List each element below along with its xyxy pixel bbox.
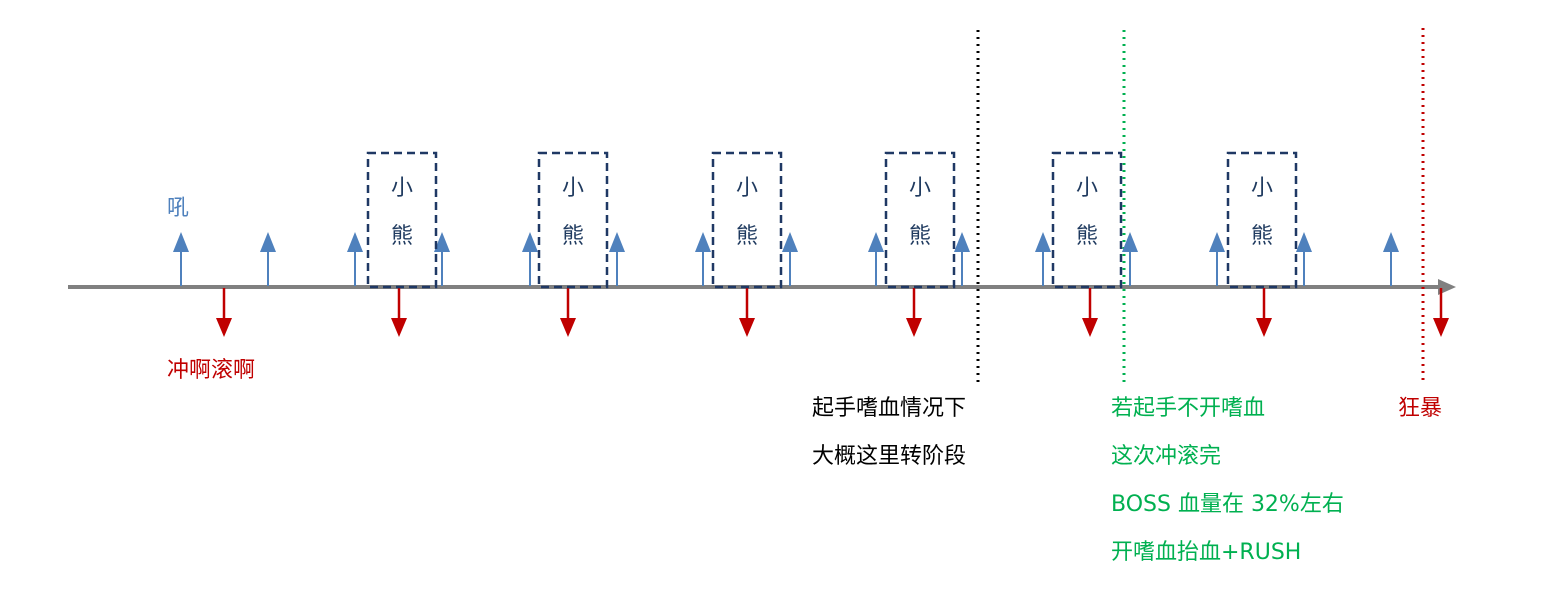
bear-label-char-1: 小 xyxy=(735,176,758,201)
bear-box xyxy=(884,151,956,289)
down-arrow xyxy=(560,288,576,337)
up-arrow xyxy=(522,232,538,286)
up-arrow xyxy=(954,232,970,286)
green-note-line-4: 开嗜血抬血+RUSH xyxy=(1111,540,1302,565)
bear-label-char-1: 小 xyxy=(390,176,413,201)
down-arrow xyxy=(1082,288,1098,337)
up-arrow xyxy=(173,232,189,286)
up-arrow xyxy=(1383,232,1399,286)
bear-label-char-1: 小 xyxy=(561,176,584,201)
bear-label-char-1: 小 xyxy=(1075,176,1098,201)
up-arrow xyxy=(609,232,625,286)
green-note-line-2: 这次冲滚完 xyxy=(1111,444,1222,469)
up-arrow xyxy=(1122,232,1138,286)
bear-label-char-2: 熊 xyxy=(561,224,584,249)
up-arrow xyxy=(1035,232,1051,286)
bear-box xyxy=(1226,151,1298,289)
bear-label-char-2: 熊 xyxy=(735,224,758,249)
down-arrow xyxy=(216,288,232,337)
bear-box xyxy=(1051,151,1123,289)
green-note-line-3: BOSS 血量在 32%左右 xyxy=(1111,492,1344,517)
charge-label: 冲啊滚啊 xyxy=(167,358,256,383)
enrage-label: 狂暴 xyxy=(1398,396,1443,421)
bear-box xyxy=(711,151,783,289)
up-arrow xyxy=(868,232,884,286)
down-arrow xyxy=(906,288,922,337)
up-arrow xyxy=(347,232,363,286)
up-arrow xyxy=(434,232,450,286)
down-arrow xyxy=(391,288,407,337)
roar-label: 吼 xyxy=(167,196,190,221)
black-note-line-2: 大概这里转阶段 xyxy=(812,444,967,469)
timeline-axis-arrowhead xyxy=(1438,279,1456,295)
bear-label-char-2: 熊 xyxy=(1075,224,1098,249)
bear-box xyxy=(366,151,438,289)
up-arrow xyxy=(1296,232,1312,286)
down-arrow xyxy=(1256,288,1272,337)
bear-box xyxy=(537,151,609,289)
up-arrow xyxy=(1209,232,1225,286)
bear-label-char-1: 小 xyxy=(908,176,931,201)
down-arrow xyxy=(739,288,755,337)
bear-label-char-2: 熊 xyxy=(1250,224,1273,249)
up-arrow xyxy=(695,232,711,286)
up-arrow xyxy=(782,232,798,286)
green-note-line-1: 若起手不开嗜血 xyxy=(1111,396,1266,421)
bear-label-char-2: 熊 xyxy=(390,224,413,249)
down-arrow xyxy=(1433,288,1449,337)
bear-label-char-1: 小 xyxy=(1250,176,1273,201)
up-arrow xyxy=(260,232,276,286)
black-note-line-1: 起手嗜血情况下 xyxy=(812,396,967,421)
bear-label-char-2: 熊 xyxy=(908,224,931,249)
